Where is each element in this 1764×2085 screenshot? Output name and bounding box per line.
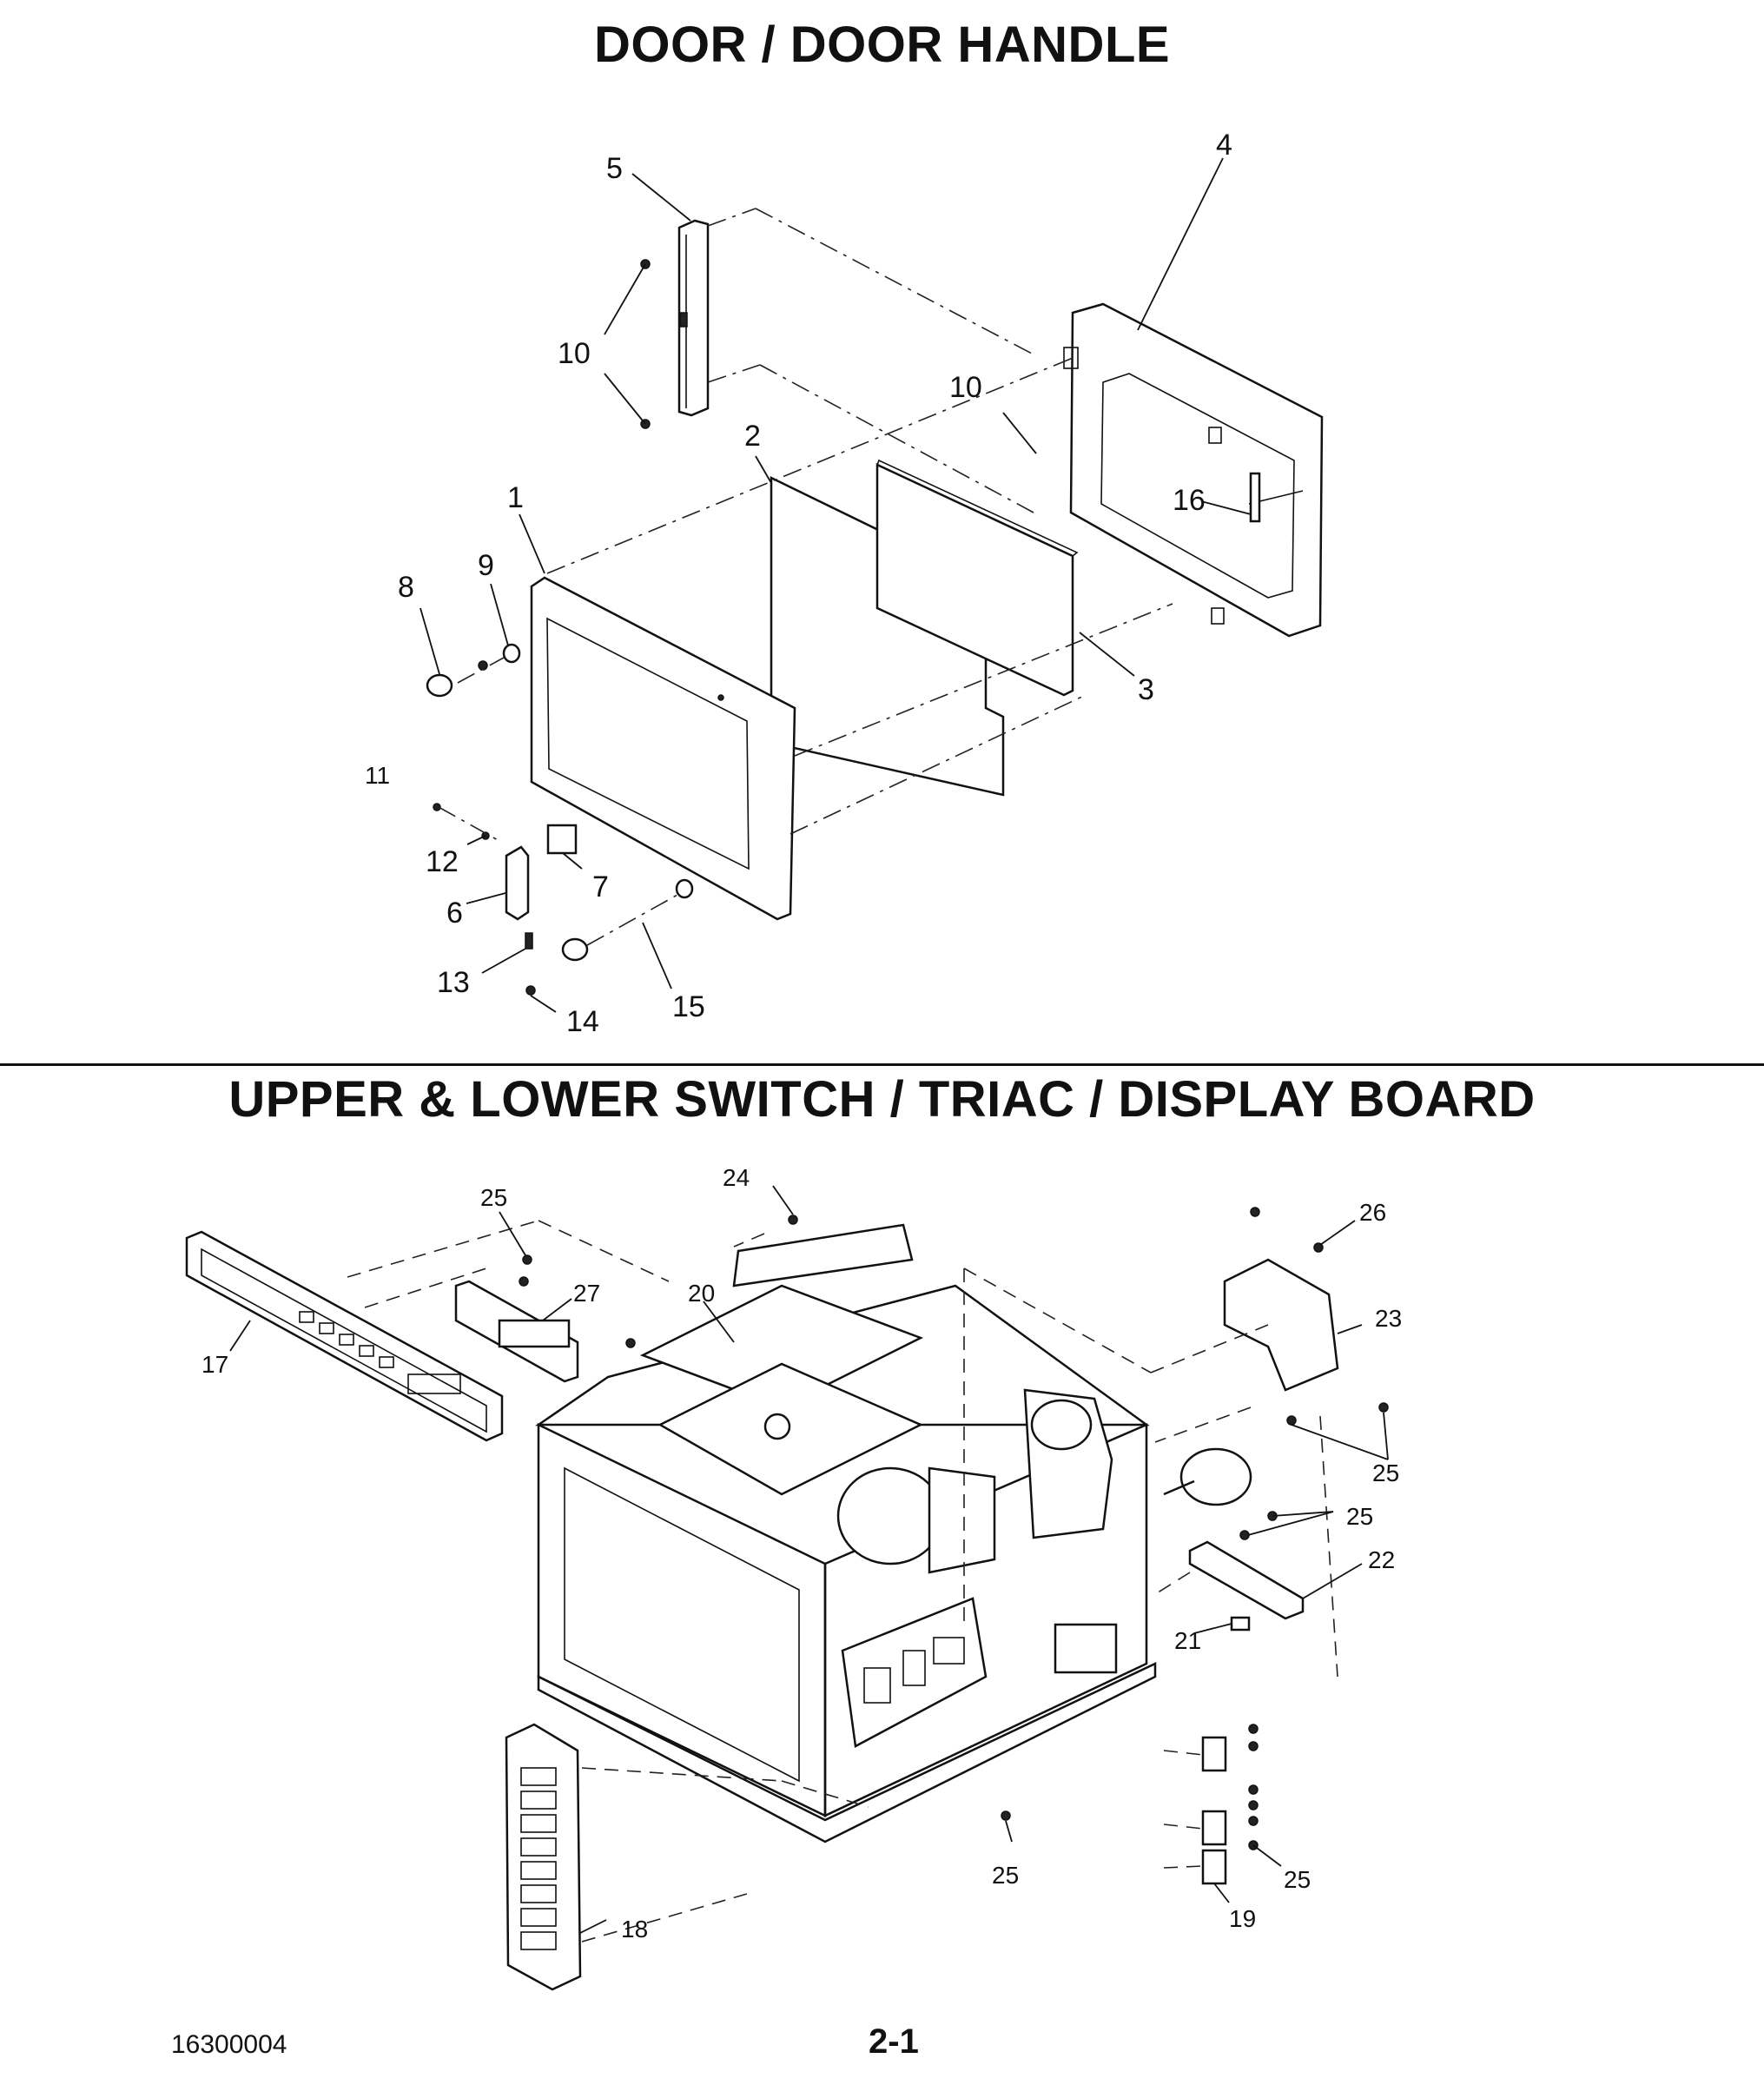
callout-11: 11 (365, 762, 390, 789)
part-19-switches (1201, 1736, 1227, 1885)
callout-9: 9 (478, 549, 494, 582)
callout-10-right: 10 (949, 371, 982, 404)
part-14-screw (525, 985, 536, 996)
section-title-switch-board: UPPER & LOWER SWITCH / TRIAC / DISPLAY B… (228, 1071, 1536, 1128)
part-15-washer (675, 878, 694, 899)
callout-17: 17 (202, 1351, 228, 1378)
callout-6: 6 (446, 897, 463, 930)
part-23-bracket (1223, 1258, 1339, 1392)
callout-1: 1 (507, 481, 524, 514)
part-5-choke-strip (677, 219, 710, 417)
part-1-door-outer-frame (530, 576, 796, 921)
door-leader-lines (420, 157, 1252, 1013)
part-11-screw (433, 803, 441, 811)
part-13-spring (525, 932, 533, 950)
callout-21: 21 (1174, 1627, 1201, 1654)
part-15-cap (561, 937, 589, 962)
callout-19: 19 (1229, 1905, 1256, 1932)
door-assembly-drawing: 5 4 10 10 2 16 1 9 8 3 11 12 7 6 13 14 1… (365, 129, 1324, 1038)
callout-28: 25 (480, 1184, 507, 1211)
callout-23: 23 (1375, 1305, 1402, 1332)
section-divider (0, 1063, 1764, 1066)
callout-22: 22 (1368, 1546, 1395, 1573)
callout-12: 12 (426, 845, 459, 878)
callout-13: 13 (437, 966, 470, 999)
control-board-pcb (841, 1597, 988, 1748)
part-8-cap (426, 673, 453, 698)
part-9-washer (502, 643, 521, 664)
callout-5: 5 (606, 152, 623, 185)
callout-3: 3 (1138, 673, 1154, 706)
callout-25-d: 25 (1284, 1866, 1311, 1893)
callout-15: 15 (672, 990, 705, 1023)
callout-26: 26 (1359, 1199, 1386, 1226)
part-17-control-panel (185, 1230, 504, 1442)
document-code: 16300004 (171, 2030, 287, 2059)
callout-20: 20 (688, 1280, 715, 1307)
page-number: 2-1 (869, 2022, 919, 2061)
part-3-panel (875, 459, 1079, 697)
door-projection-lines (438, 208, 1173, 946)
callout-25-a: 25 (1372, 1460, 1399, 1486)
callout-25-b: 25 (1346, 1503, 1373, 1530)
part-6-handle (505, 845, 530, 921)
part-22-bracket (1188, 1540, 1305, 1620)
callout-16: 16 (1173, 484, 1206, 517)
section-title-door: DOOR / DOOR HANDLE (593, 17, 1171, 73)
callout-14: 14 (566, 1005, 599, 1038)
part-27-display-board (454, 1280, 579, 1383)
callout-2: 2 (744, 420, 761, 453)
part-21-clip (1230, 1616, 1251, 1632)
switch-board-assembly-drawing: 25 24 26 27 20 23 17 25 25 22 21 25 25 1… (185, 1164, 1402, 1991)
callout-18: 18 (621, 1916, 648, 1943)
switch-leader-lines (229, 1185, 1389, 1934)
callout-7: 7 (592, 870, 609, 904)
callout-4: 4 (1216, 129, 1232, 162)
part-18-lower-panel (505, 1723, 582, 1991)
callout-8: 8 (398, 571, 414, 604)
part-7-handle-block (546, 824, 578, 855)
callout-25-c: 25 (992, 1862, 1019, 1889)
switch-projection-lines (347, 1220, 1338, 1943)
door-callouts: 5 4 10 10 2 16 1 9 8 3 11 12 7 6 13 14 1… (365, 129, 1232, 1038)
switch-callouts: 25 24 26 27 20 23 17 25 25 22 21 25 25 1… (202, 1164, 1402, 1943)
screws (519, 1207, 1389, 1850)
part-4-door-frame (1063, 302, 1324, 638)
callout-24: 24 (723, 1164, 750, 1191)
callout-10-left: 10 (558, 337, 591, 370)
oven-chassis (534, 1223, 1252, 1843)
callout-27: 27 (573, 1280, 600, 1307)
part-16-latch (1249, 472, 1261, 523)
